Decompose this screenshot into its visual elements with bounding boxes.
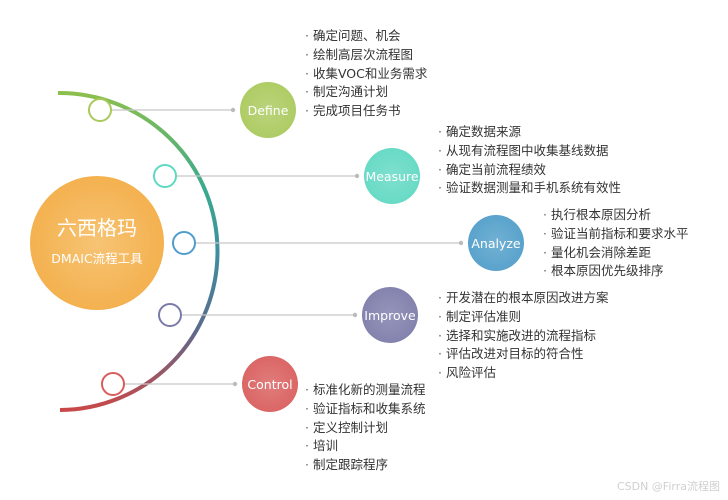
list-item: 评估改进对目标的符合性 xyxy=(438,345,608,364)
list-item: 制定评估准则 xyxy=(438,308,608,327)
analyze-arc-node xyxy=(172,231,196,255)
define-connector-dot xyxy=(230,107,236,113)
list-item: 确定数据来源 xyxy=(438,123,621,142)
center-circle: 六西格玛 DMAIC流程工具 xyxy=(30,176,164,310)
list-item: 选择和实施改进的流程指标 xyxy=(438,327,608,346)
improve-items: 开发潜在的根本原因改进方案制定评估准则选择和实施改进的流程指标评估改进对目标的符… xyxy=(438,289,609,383)
list-item: 完成项目任务书 xyxy=(305,102,427,121)
list-item: 制定沟通计划 xyxy=(305,83,427,102)
list-item: 执行根本原因分析 xyxy=(543,206,688,225)
list-item: 量化机会消除差距 xyxy=(543,244,688,263)
list-item: 绘制高层次流程图 xyxy=(305,46,427,65)
measure-stage-circle: Measure xyxy=(364,148,420,204)
list-item: 根本原因优先级排序 xyxy=(543,262,688,281)
analyze-items: 执行根本原因分析验证当前指标和要求水平量化机会消除差距根本原因优先级排序 xyxy=(543,206,689,281)
measure-items: 确定数据来源从现有流程图中收集基线数据确定当前流程绩效验证数据测量和手机系统有效… xyxy=(438,123,621,198)
list-item: 收集VOC和业务需求 xyxy=(305,65,427,84)
define-stage-circle: Define xyxy=(240,82,296,138)
list-item: 从现有流程图中收集基线数据 xyxy=(438,142,621,161)
define-arc-node xyxy=(88,98,112,122)
improve-arc-node xyxy=(158,303,182,327)
analyze-stage-circle: Analyze xyxy=(468,215,524,271)
list-item: 验证指标和收集系统 xyxy=(305,400,426,419)
center-subtitle: DMAIC流程工具 xyxy=(51,251,143,266)
improve-stage-circle: Improve xyxy=(362,287,418,343)
control-items: 标准化新的测量流程验证指标和收集系统定义控制计划培训制定跟踪程序 xyxy=(305,381,426,475)
list-item: 制定跟踪程序 xyxy=(305,456,425,475)
list-item: 确定当前流程绩效 xyxy=(438,161,621,180)
list-item: 培训 xyxy=(305,437,425,456)
watermark: CSDN @Firra流程图 xyxy=(616,480,720,493)
list-item: 开发潜在的根本原因改进方案 xyxy=(438,289,609,308)
measure-connector-dot xyxy=(354,173,360,179)
list-item: 确定问题、机会 xyxy=(305,27,427,46)
list-item: 验证当前指标和要求水平 xyxy=(543,225,689,244)
list-item: 风险评估 xyxy=(438,364,608,383)
list-item: 标准化新的测量流程 xyxy=(305,381,426,400)
list-item: 验证数据测量和手机系统有效性 xyxy=(438,179,621,198)
analyze-connector-dot xyxy=(458,240,464,246)
control-arc-node xyxy=(101,372,125,396)
define-items: 确定问题、机会绘制高层次流程图收集VOC和业务需求制定沟通计划完成项目任务书 xyxy=(305,27,427,121)
control-connector-dot xyxy=(232,381,238,387)
control-stage-circle: Control xyxy=(242,356,298,412)
center-title: 六西格玛 xyxy=(57,216,137,240)
measure-arc-node xyxy=(153,164,177,188)
improve-connector-dot xyxy=(352,312,358,318)
list-item: 定义控制计划 xyxy=(305,419,425,438)
